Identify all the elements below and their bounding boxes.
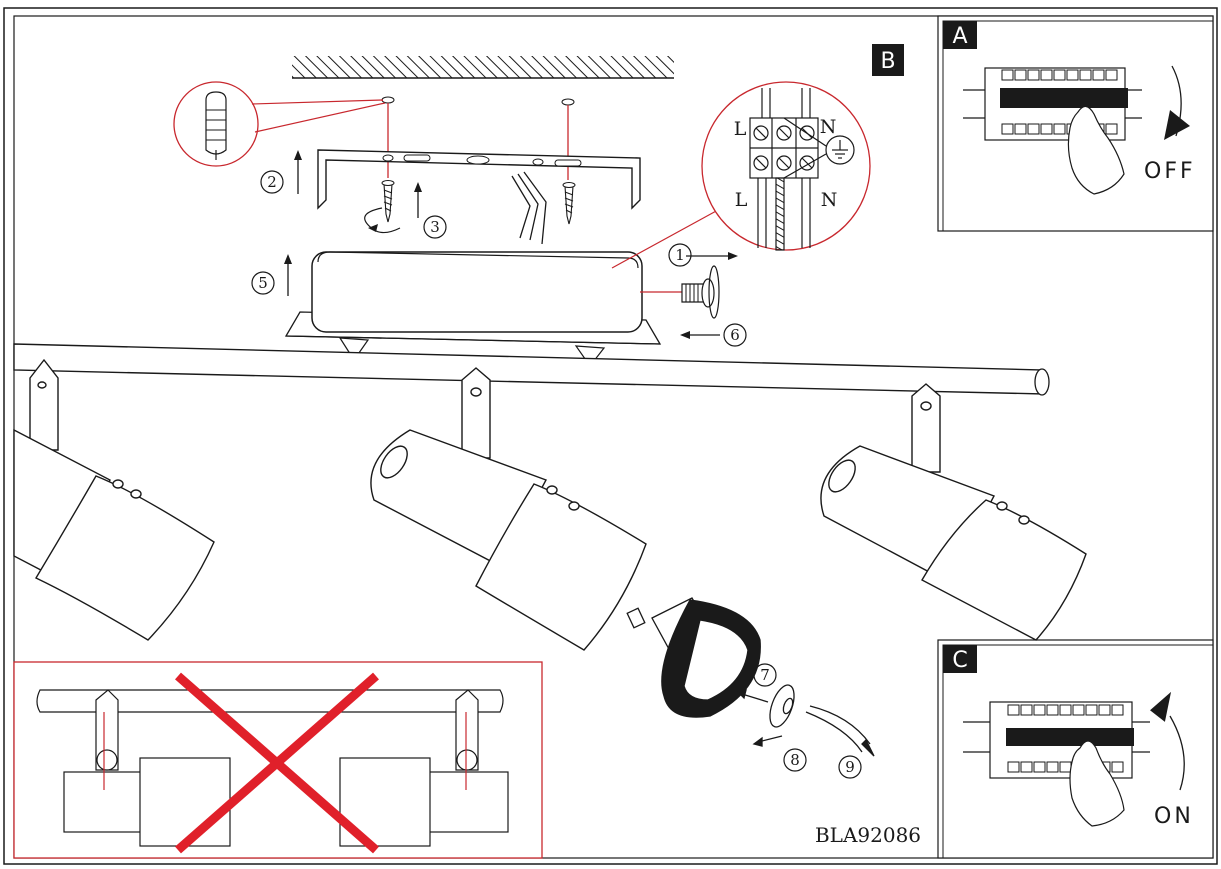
panel-a-letter: A xyxy=(952,24,967,49)
canopy-box xyxy=(284,209,719,368)
arrow-up-5-icon xyxy=(284,254,292,296)
panel-a: A OFF xyxy=(937,15,1214,232)
drill-hole-left xyxy=(381,96,395,104)
step-9-label: 9 xyxy=(845,758,855,776)
arrow-head-down-icon xyxy=(1164,110,1190,140)
panel-a-badge xyxy=(943,21,977,49)
screw-left xyxy=(381,180,395,223)
step-7-label: 7 xyxy=(760,666,770,684)
gu10-bulb xyxy=(626,597,761,718)
retaining-clip xyxy=(736,684,875,757)
step-1-badge xyxy=(668,243,692,267)
arrow-head-up-icon xyxy=(1150,691,1172,722)
wrong-orientation-panel xyxy=(13,661,543,859)
side-screw xyxy=(680,252,738,339)
spotlight-bar xyxy=(13,343,1050,396)
step-2-badge xyxy=(260,170,284,194)
terminal-callout: L N L N xyxy=(701,81,871,251)
hand-icon xyxy=(1067,105,1125,195)
step-2-label: 2 xyxy=(267,173,277,191)
step-8-label: 8 xyxy=(790,751,800,769)
step-9-badge xyxy=(838,755,862,779)
mounting-bracket xyxy=(317,149,641,210)
step-1-label: 1 xyxy=(675,246,685,264)
dowel-callout xyxy=(173,81,386,167)
arrow-up-2-icon xyxy=(294,150,302,194)
arrow-up-3-icon xyxy=(414,182,422,218)
switch-on-label: ON xyxy=(1154,804,1194,829)
live-top-label: L xyxy=(734,118,747,140)
step-6-badge xyxy=(723,323,747,347)
rotate-up-arrow-icon xyxy=(1169,715,1185,791)
step-5-badge xyxy=(251,271,275,295)
neutral-top-label: N xyxy=(820,116,837,138)
neutral-bottom-label: N xyxy=(821,189,838,211)
panel-c-badge xyxy=(943,645,977,673)
wall-plug-icon xyxy=(205,91,227,155)
screw-right xyxy=(562,182,576,225)
hand-icon-c xyxy=(1069,740,1125,827)
step-6-label: 6 xyxy=(730,326,740,344)
model-code: BLA92086 xyxy=(815,823,921,847)
panel-b-letter: B xyxy=(880,49,895,74)
breaker-panel-off xyxy=(963,67,1142,141)
step-3-label: 3 xyxy=(430,218,440,236)
step-5-label: 5 xyxy=(258,274,268,292)
spotlight-center xyxy=(370,367,647,651)
outer-frame xyxy=(3,7,1218,865)
step-3-badge xyxy=(423,215,447,239)
step-8-badge xyxy=(783,748,807,772)
drill-hole-right xyxy=(561,98,575,106)
breaker-panel-on xyxy=(963,701,1150,779)
ceiling xyxy=(292,56,674,79)
panel-b-badge xyxy=(872,44,904,76)
mains-cable xyxy=(511,171,547,245)
panel-c: C ON xyxy=(937,639,1214,859)
spotlight-left xyxy=(13,358,215,641)
switch-off-label: OFF xyxy=(1144,159,1196,184)
panel-c-letter: C xyxy=(952,648,967,673)
live-bottom-label: L xyxy=(735,189,748,211)
spotlight-right xyxy=(820,383,1087,641)
